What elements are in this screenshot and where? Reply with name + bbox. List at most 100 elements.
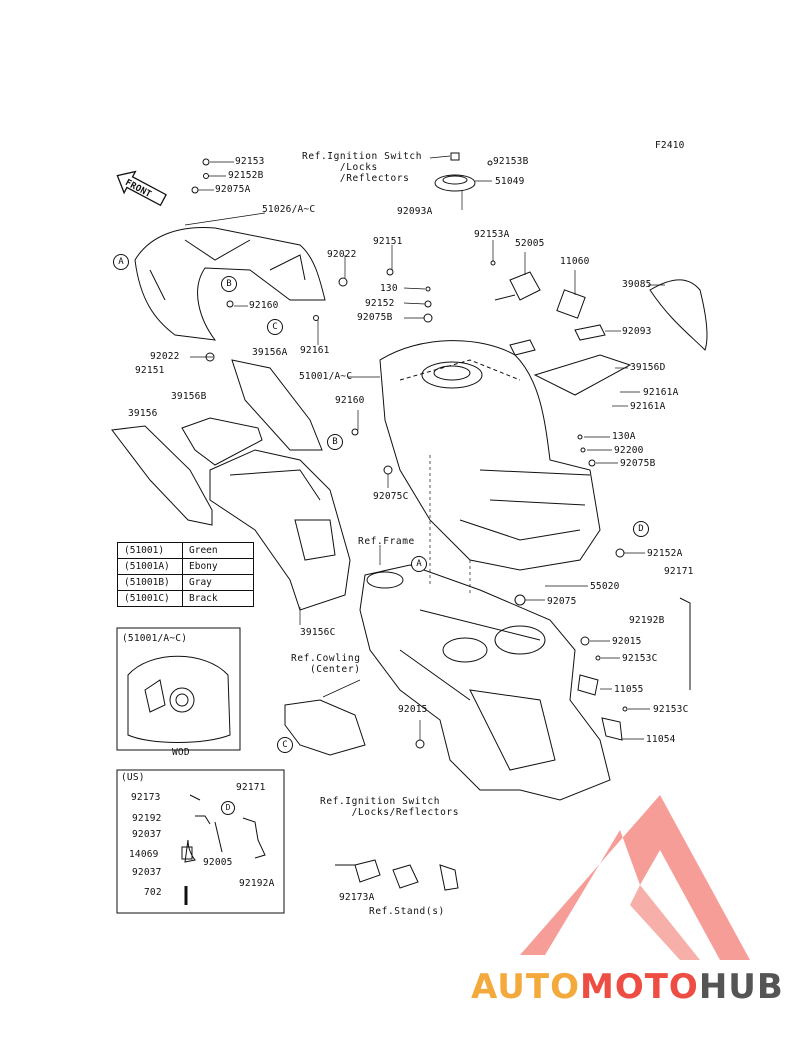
pad-39156b-shape [181, 417, 263, 466]
pad-39156-shape [111, 425, 213, 526]
color-name: Gray [182, 574, 254, 591]
cowling-center-shape [284, 699, 366, 756]
pad-39156a-shape [231, 359, 323, 451]
us-part-label[interactable]: 92192 [132, 813, 162, 824]
callout-d: D [221, 801, 235, 815]
color-name: Green [182, 542, 254, 559]
part-label[interactable]: 92015 [612, 636, 642, 647]
part-label[interactable]: 51049 [495, 176, 525, 187]
us-part-label[interactable]: 92005 [203, 857, 233, 868]
us-part-label[interactable]: 92192A [239, 878, 275, 889]
part-label[interactable]: 39156A [252, 347, 288, 358]
part-39085-shape [649, 279, 708, 351]
part-label[interactable]: 39156C [300, 627, 336, 638]
frame-shape [359, 564, 611, 801]
part-label[interactable]: 92093A [397, 206, 433, 217]
part-label[interactable]: 92075B [620, 458, 656, 469]
part-label[interactable]: 55020 [590, 581, 620, 592]
part-label[interactable]: 92022 [150, 351, 180, 362]
automotohub-logo-icon [520, 795, 750, 960]
part-label[interactable]: 92015 [398, 704, 428, 715]
part-label[interactable]: 92151 [373, 236, 403, 247]
part-label[interactable]: 51026/A~C [262, 204, 316, 215]
part-label[interactable]: 92153B [493, 156, 529, 167]
us-part-label[interactable]: 92037 [132, 867, 162, 878]
callout-a: A [411, 556, 427, 572]
part-label[interactable]: 130 [380, 283, 398, 294]
part-label[interactable]: 92171 [664, 566, 694, 577]
inset-tank-box [116, 627, 241, 751]
callout-b: B [221, 276, 237, 292]
part-label[interactable]: 39156B [171, 391, 207, 402]
part-label[interactable]: 11055 [614, 684, 644, 695]
part-label[interactable]: 92075B [357, 312, 393, 323]
inset-tank-caption: WOD [172, 747, 190, 758]
us-part-label[interactable]: 702 [144, 887, 162, 898]
us-box [116, 769, 285, 914]
part-label[interactable]: 52005 [515, 238, 545, 249]
us-part-label[interactable]: 92173 [131, 792, 161, 803]
color-code: (51001A) [117, 558, 183, 575]
part-label[interactable]: 92153C [653, 704, 689, 715]
part-label[interactable]: 92173A [339, 892, 375, 903]
color-table: (51001)Green (51001A)Ebony (51001B)Gray … [117, 542, 254, 607]
pad-39156d-shape [533, 354, 632, 396]
callout-c: C [277, 737, 293, 753]
automotohub-logo: AUTOMOTOHUB [471, 967, 784, 1007]
part-label[interactable]: 92152 [365, 298, 395, 309]
color-code: (51001B) [117, 574, 183, 591]
part-label[interactable]: 92075A [215, 184, 251, 195]
part-label[interactable]: 92161A [643, 387, 679, 398]
color-code: (51001) [117, 542, 183, 559]
callout-b: B [327, 434, 343, 450]
us-part-label[interactable]: 92171 [236, 782, 266, 793]
part-label[interactable]: 92153A [474, 229, 510, 240]
part-label[interactable]: 92022 [327, 249, 357, 260]
brand-part: HUB [698, 967, 784, 1007]
part-label[interactable]: 92192B [629, 615, 665, 626]
brand-part: AUTO [471, 967, 580, 1007]
part-label[interactable]: 51001/A~C [299, 371, 353, 382]
part-label[interactable]: 92152A [647, 548, 683, 559]
brand-part: MOTO [579, 967, 699, 1007]
us-part-label[interactable]: 14069 [129, 849, 159, 860]
part-label[interactable]: 92093 [622, 326, 652, 337]
ref-frame[interactable]: Ref.Frame [358, 536, 415, 547]
part-label[interactable]: 92075 [547, 596, 577, 607]
ref-ignition-top[interactable]: Ref.Ignition Switch /Locks /Reflectors [302, 151, 423, 184]
color-row: (51001)Green [117, 542, 254, 559]
ref-ignition-bottom[interactable]: Ref.Ignition Switch /Locks/Reflectors [320, 796, 460, 818]
part-label[interactable]: 92153 [235, 156, 265, 167]
front-arrow-icon [116, 170, 167, 207]
color-code: (51001C) [117, 590, 183, 607]
part-label[interactable]: 92160 [335, 395, 365, 406]
part-label[interactable]: 92160 [249, 300, 279, 311]
part-label[interactable]: 92075C [373, 491, 409, 502]
ref-cowling[interactable]: Ref.Cowling (Center) [291, 653, 361, 675]
part-label[interactable]: 11060 [560, 256, 590, 267]
us-box-title: (US) [121, 772, 145, 783]
color-row: (51001B)Gray [117, 574, 254, 591]
color-name: Brack [182, 590, 254, 607]
part-label[interactable]: 92153C [622, 653, 658, 664]
part-label[interactable]: 92161A [630, 401, 666, 412]
color-row: (51001A)Ebony [117, 558, 254, 575]
ref-stand[interactable]: Ref.Stand(s) [369, 906, 445, 917]
part-label[interactable]: 11054 [646, 734, 676, 745]
part-label[interactable]: 92151 [135, 365, 165, 376]
part-label[interactable]: 39085 [622, 279, 652, 290]
part-label[interactable]: 92161 [300, 345, 330, 356]
pad-39156c-shape [209, 449, 351, 611]
color-row: (51001C)Brack [117, 590, 254, 607]
part-label[interactable]: 39156D [630, 362, 666, 373]
part-label[interactable]: 130A [612, 431, 636, 442]
color-name: Ebony [182, 558, 254, 575]
part-label[interactable]: 92152B [228, 170, 264, 181]
callout-a: A [113, 254, 129, 270]
us-part-label[interactable]: 92037 [132, 829, 162, 840]
side-cover-shape [134, 226, 326, 341]
fuel-tank-shape [379, 340, 601, 571]
part-label[interactable]: 39156 [128, 408, 158, 419]
part-label[interactable]: 92200 [614, 445, 644, 456]
